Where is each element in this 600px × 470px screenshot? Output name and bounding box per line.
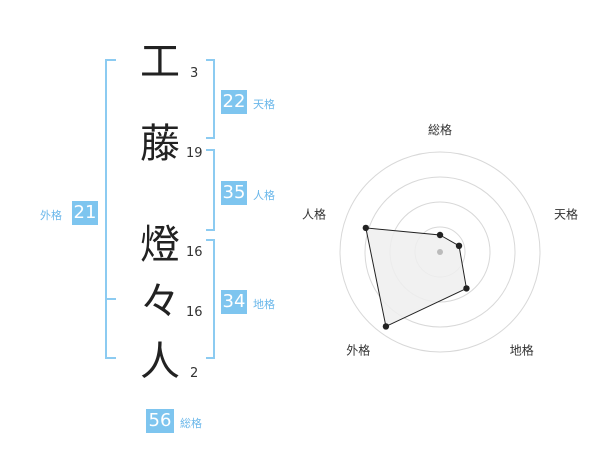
radar-point [382,323,390,330]
radar-area [365,227,468,328]
stroke-count-2: 19 [186,146,203,161]
stroke-count-3: 16 [186,245,203,260]
name-char-2: 藤 [140,121,180,167]
stroke-count-4: 16 [186,305,203,320]
radar-axis-label: 総格 [428,122,452,137]
name-char-5: 人 [140,339,180,385]
stroke-count-5: 2 [190,366,199,381]
radar-axis-label: 天格 [554,206,578,221]
soukaku-value: 56 [146,409,174,433]
gaikaku-value: 21 [72,201,98,225]
name-char-4: 々 [140,279,180,325]
radar-point [436,231,444,239]
chikaku-bracket [206,239,215,359]
jinkaku-label: 人格 [253,189,275,202]
tenkaku-value: 22 [221,90,247,114]
gaikaku-label: 外格 [40,209,62,222]
jinkaku-bracket [206,149,215,231]
radar-point [463,285,470,292]
name-char-1: 工 [140,39,180,85]
chikaku-value: 34 [221,290,247,314]
radar-point [362,224,370,232]
stroke-count-1: 3 [190,66,199,81]
jinkaku-value: 35 [221,181,247,205]
radar-point [455,242,463,250]
tenkaku-bracket [206,59,215,139]
radar-ring [364,176,516,328]
chikaku-label: 地格 [253,298,275,311]
radar-center-dot [437,249,443,255]
radar-ring [339,151,541,353]
radar-axis-label: 地格 [510,343,534,358]
radar-axis-label: 外格 [346,343,370,358]
name-char-3: 燈 [140,222,180,268]
soukaku-label: 総格 [180,417,202,430]
radar-axis-label: 人格 [302,206,326,221]
gaikaku-bracket [105,59,116,359]
tenkaku-label: 天格 [253,98,275,111]
